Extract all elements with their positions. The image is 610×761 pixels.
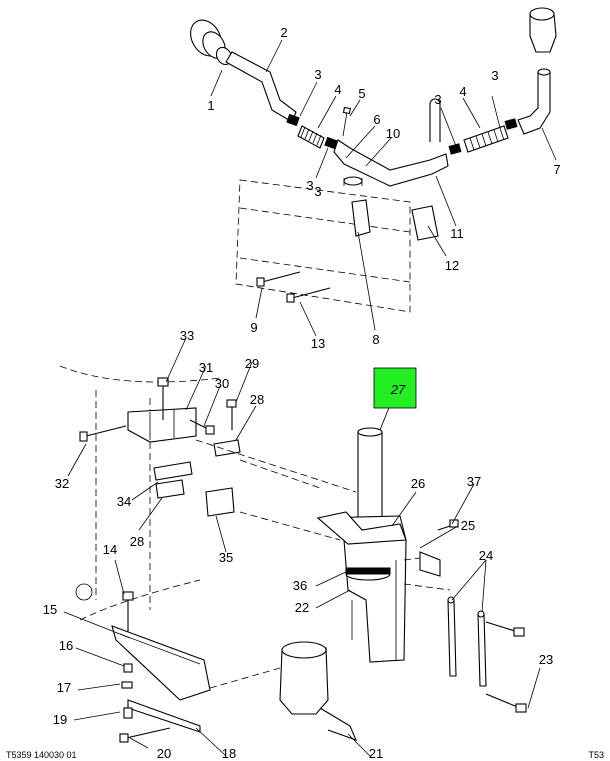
inlet-tube-part (357, 431, 383, 525)
mount-clamp-part (343, 176, 363, 186)
callout-26[interactable]: 26 (411, 476, 425, 491)
support-bracket-part (127, 699, 201, 733)
pre-cleaner-bowl-part (279, 641, 329, 715)
callout-4[interactable]: 4 (334, 82, 341, 97)
callout-29[interactable]: 29 (245, 356, 259, 371)
bolt-part (342, 111, 348, 137)
callout-22[interactable]: 22 (295, 600, 309, 615)
housing-body-part (316, 515, 407, 663)
bolt-part (123, 707, 133, 719)
callout-31[interactable]: 31 (199, 360, 213, 375)
highlighted-callout-27[interactable]: 27 (373, 367, 417, 409)
callout-3[interactable]: 3 (434, 92, 441, 107)
intake-elbow-tube (333, 139, 449, 187)
callout-28[interactable]: 28 (130, 534, 144, 549)
callout-3[interactable]: 3 (314, 184, 321, 199)
callout-35[interactable]: 35 (219, 550, 233, 565)
housing-top-part (316, 511, 407, 545)
lower-bracket-part (111, 625, 211, 701)
figure-code-left: T5359 140030 01 (6, 750, 77, 760)
spacer-plate-part (213, 439, 241, 457)
bolt-part (256, 271, 301, 287)
callout-21[interactable]: 21 (369, 746, 383, 761)
bellows-hose-left (297, 125, 325, 149)
u-bolt-part (429, 98, 441, 142)
callout-3[interactable]: 3 (306, 178, 313, 193)
spacer-plate-part (153, 461, 193, 481)
air-intake-tubing-assembly (190, 7, 557, 313)
callout-24[interactable]: 24 (479, 548, 493, 563)
callout-36[interactable]: 36 (293, 578, 307, 593)
callout-12[interactable]: 12 (445, 258, 459, 273)
support-strap-part (447, 596, 487, 687)
hose-clamp-part (286, 113, 300, 127)
air-cleaner-mounting-assembly (59, 365, 527, 743)
exhaust-elbow-part (517, 71, 551, 135)
callout-18[interactable]: 18 (222, 746, 236, 761)
hose-clamp-part (504, 118, 518, 130)
callout-17[interactable]: 17 (57, 680, 71, 695)
callout-14[interactable]: 14 (103, 542, 117, 557)
callout-13[interactable]: 13 (311, 336, 325, 351)
air-cleaner-housing (316, 427, 407, 663)
callout-16[interactable]: 16 (59, 638, 73, 653)
hose-clamp-part (324, 136, 338, 150)
intake-tube-upper (225, 51, 297, 123)
callout-28[interactable]: 28 (250, 392, 264, 407)
washer-part (121, 681, 133, 689)
cab-outline (59, 365, 221, 383)
callout-1[interactable]: 1 (207, 98, 214, 113)
frame-rail-bracket (235, 179, 439, 313)
callout-20[interactable]: 20 (157, 746, 171, 761)
figure-code-right: T53 (588, 750, 604, 760)
callout-3[interactable]: 3 (491, 68, 498, 83)
spacer-plate-part (155, 479, 185, 499)
bellows-hose-right (463, 125, 509, 153)
callout-23[interactable]: 23 (539, 652, 553, 667)
callout-4[interactable]: 4 (459, 84, 466, 99)
callout-33[interactable]: 33 (180, 328, 194, 343)
callout-5[interactable]: 5 (358, 86, 365, 101)
callout-15[interactable]: 15 (43, 602, 57, 617)
callout-6[interactable]: 6 (373, 112, 380, 127)
callout-10[interactable]: 10 (386, 126, 400, 141)
callout-8[interactable]: 8 (372, 332, 379, 347)
callout-19[interactable]: 19 (53, 712, 67, 727)
callout-37[interactable]: 37 (467, 474, 481, 489)
u-bolt-part (319, 707, 358, 741)
bolt-part (286, 287, 331, 303)
callout-2[interactable]: 2 (280, 25, 287, 40)
callout-32[interactable]: 32 (55, 476, 69, 491)
leader-lines (63, 39, 557, 759)
callout-3[interactable]: 3 (314, 67, 321, 82)
callout-30[interactable]: 30 (215, 376, 229, 391)
nut-part (123, 663, 133, 673)
callout-11[interactable]: 11 (450, 226, 464, 241)
callout-7[interactable]: 7 (553, 162, 560, 177)
callout-34[interactable]: 34 (117, 494, 131, 509)
mounting-bracket-part (127, 407, 197, 443)
callout-9[interactable]: 9 (250, 320, 257, 335)
callout-labels: 1 2 3 3 3 3 3 4 4 5 6 7 8 9 10 11 12 13 … (43, 25, 561, 761)
highlighted-callout-label: 27 (390, 382, 406, 397)
callout-25[interactable]: 25 (461, 518, 475, 533)
angle-bracket-part (205, 487, 235, 517)
intake-cap-part (190, 19, 233, 66)
u-bolt-part (419, 551, 441, 577)
hose-clamp-part (448, 143, 462, 155)
